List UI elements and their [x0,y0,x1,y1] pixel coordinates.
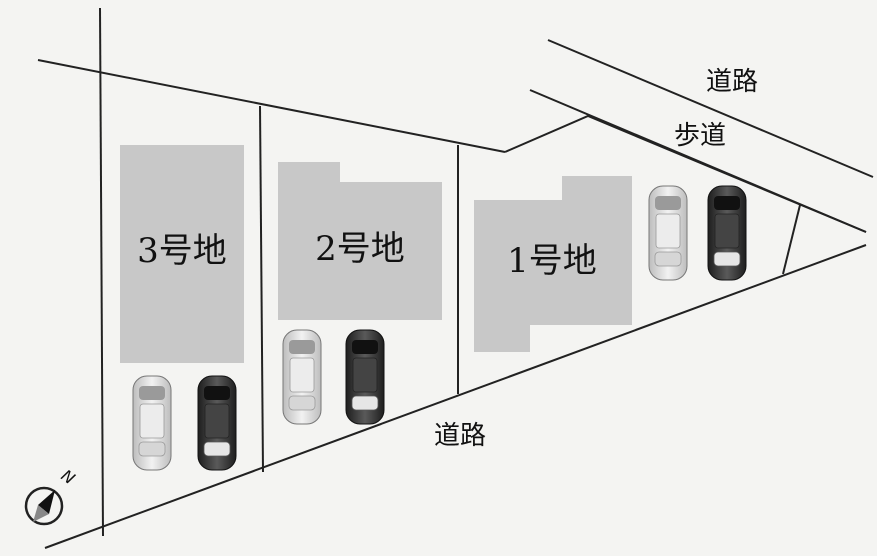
boundary-lines [37,7,874,549]
car-lot-2-dark [345,329,385,425]
compass-north-label: N [58,466,79,488]
lot-1-label: 1号地 [507,241,597,281]
building-footprints [120,145,632,363]
car-lot-2-light [282,329,322,425]
north-compass: N [24,466,79,526]
compass-needle-tail [33,505,49,522]
lot-divider-3-2 [259,105,264,473]
lot-3-label: 3号地 [137,231,227,271]
road-top-outer-edge [547,39,874,178]
corner-divider [782,204,801,275]
road-label-top: 道路 [706,67,758,97]
south-road-edge [44,244,867,549]
car-lot-3-dark [197,375,237,471]
building-lot-1 [474,176,632,352]
north-boundary-line [37,59,506,153]
vertical-road-edge [99,7,104,537]
car-lot-3-light [132,375,172,471]
sidewalk-label: 歩道 [674,121,726,151]
compass-needle-icon [38,490,55,514]
building-lot-3 [120,145,244,363]
building-lot-2 [278,162,442,320]
car-lot-1-light [648,185,688,281]
car-lot-1-dark [707,185,747,281]
lot-2-label: 2号地 [315,229,405,269]
road-top-middle-edge [529,89,867,233]
road-label-bottom: 道路 [434,421,486,451]
